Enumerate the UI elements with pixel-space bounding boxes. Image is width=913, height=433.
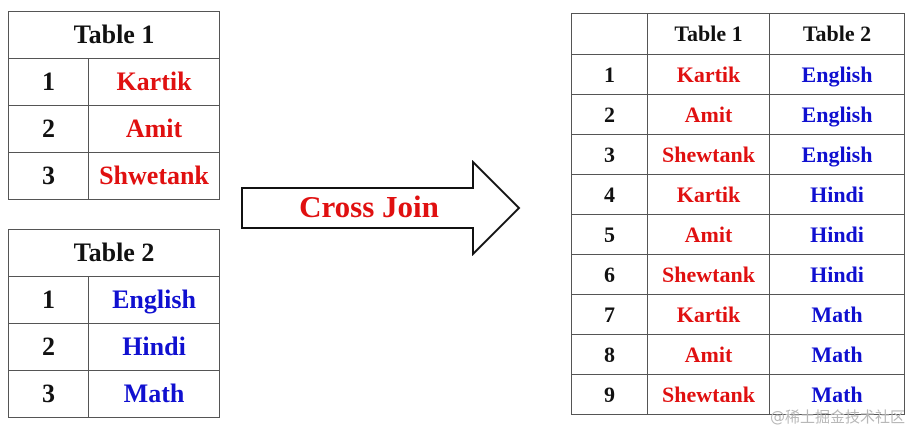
row-id: 6 — [571, 254, 648, 295]
table-row: 3 Shwetank — [8, 152, 220, 200]
row-table1-value: Amit — [647, 334, 770, 375]
row-id: 3 — [571, 134, 648, 175]
row-id: 2 — [8, 105, 89, 153]
table-title: Table 1 — [8, 11, 220, 59]
header-cell-blank — [571, 13, 648, 55]
row-table2-value: Hindi — [769, 214, 905, 255]
table-row: 2 Hindi — [8, 323, 220, 371]
row-table1-value: Shewtank — [647, 374, 770, 415]
row-table2-value: Hindi — [769, 254, 905, 295]
row-table1-value: Shewtank — [647, 134, 770, 175]
row-value: Hindi — [88, 323, 220, 371]
header-cell-table1: Table 1 — [647, 13, 770, 55]
row-table1-value: Kartik — [647, 54, 770, 95]
row-id: 1 — [8, 58, 89, 106]
table-title: Table 2 — [8, 229, 220, 277]
row-table2-value: Math — [769, 374, 905, 415]
row-table2-value: Math — [769, 294, 905, 335]
row-table1-value: Kartik — [647, 294, 770, 335]
row-value: Shwetank — [88, 152, 220, 200]
arrow-icon — [241, 160, 521, 256]
row-value: Math — [88, 370, 220, 418]
row-value: Kartik — [88, 58, 220, 106]
row-table2-value: English — [769, 94, 905, 135]
row-id: 7 — [571, 294, 648, 335]
row-id: 2 — [571, 94, 648, 135]
row-value: Amit — [88, 105, 220, 153]
table-row: 1 English — [8, 276, 220, 324]
row-id: 1 — [571, 54, 648, 95]
table-row: 3 Math — [8, 370, 220, 418]
row-id: 3 — [8, 152, 89, 200]
cross-join-label: Cross Join — [299, 189, 439, 224]
row-id: 9 — [571, 374, 648, 415]
row-table1-value: Amit — [647, 94, 770, 135]
input-table-1: Table 1 1 Kartik 2 Amit 3 Shwetank — [8, 11, 220, 200]
table-row: 1 Kartik — [8, 58, 220, 106]
row-table2-value: English — [769, 54, 905, 95]
row-id: 8 — [571, 334, 648, 375]
row-id: 2 — [8, 323, 89, 371]
result-header-row: Table 1 Table 2 — [571, 13, 905, 55]
row-table2-value: Math — [769, 334, 905, 375]
header-cell-table2: Table 2 — [769, 13, 905, 55]
input-table-2: Table 2 1 English 2 Hindi 3 Math — [8, 229, 220, 418]
table-row: 2 Amit — [8, 105, 220, 153]
row-table2-value: Hindi — [769, 174, 905, 215]
row-id: 5 — [571, 214, 648, 255]
row-id: 1 — [8, 276, 89, 324]
row-table1-value: Amit — [647, 214, 770, 255]
row-id: 4 — [571, 174, 648, 215]
row-id: 3 — [8, 370, 89, 418]
row-table1-value: Kartik — [647, 174, 770, 215]
watermark-text: @稀土掘金技术社区 — [769, 408, 905, 426]
row-table2-value: English — [769, 134, 905, 175]
row-value: English — [88, 276, 220, 324]
row-table1-value: Shewtank — [647, 254, 770, 295]
